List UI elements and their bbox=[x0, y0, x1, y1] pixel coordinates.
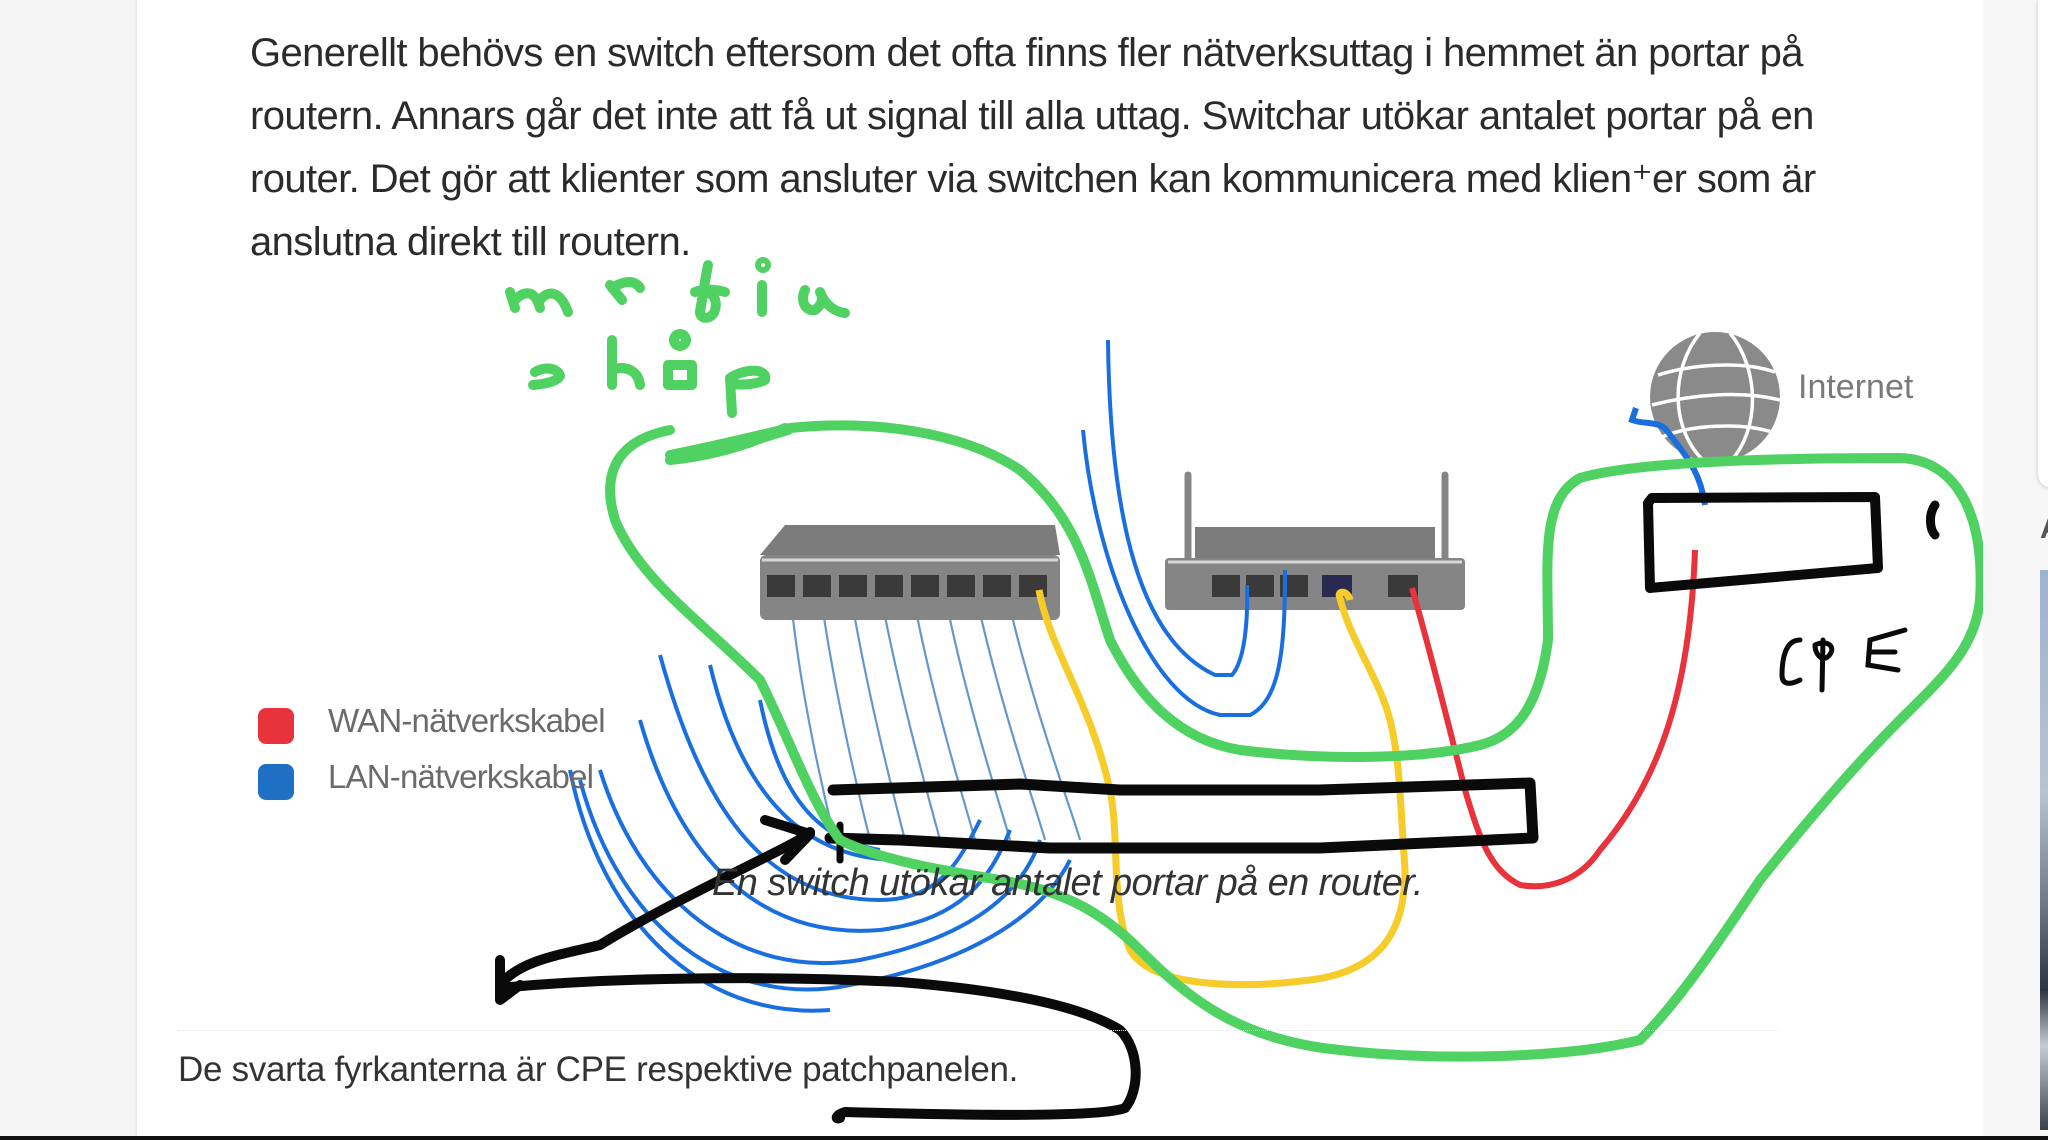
paragraph-line: anslutna direkt till routern. bbox=[250, 220, 691, 264]
article-paragraph: Generellt behövs en switch eftersom det … bbox=[250, 22, 1950, 274]
internet-label: Internet bbox=[1798, 368, 1914, 406]
lan-cable-icon bbox=[258, 764, 294, 800]
legend-item-wan: WAN-nätverkskabel bbox=[248, 700, 668, 750]
right-sidebar: A bbox=[1983, 0, 2048, 1136]
sidebar-heading: A bbox=[2040, 512, 2048, 546]
paragraph-line: Generellt behövs en switch eftersom det … bbox=[250, 31, 1803, 75]
paragraph-line: router. Det gör att klienter som anslute… bbox=[250, 157, 1816, 201]
divider bbox=[178, 1030, 1778, 1032]
wan-cable-icon bbox=[258, 708, 294, 744]
paragraph-line: routern. Annars går det inte att få ut s… bbox=[250, 94, 1814, 138]
figure-caption: En switch utökar antalet portar på en ro… bbox=[712, 862, 1423, 904]
legend-label: LAN-nätverkskabel bbox=[328, 758, 594, 795]
legend-item-lan: LAN-nätverkskabel bbox=[248, 756, 668, 806]
sidebar-card[interactable] bbox=[2038, 0, 2048, 488]
sidebar-image[interactable] bbox=[2040, 570, 2048, 1130]
screen-bottom-edge bbox=[0, 1136, 2048, 1140]
legend-label: WAN-nätverkskabel bbox=[328, 702, 606, 739]
annotation-note: De svarta fyrkanterna är CPE respektive … bbox=[178, 1050, 1019, 1089]
